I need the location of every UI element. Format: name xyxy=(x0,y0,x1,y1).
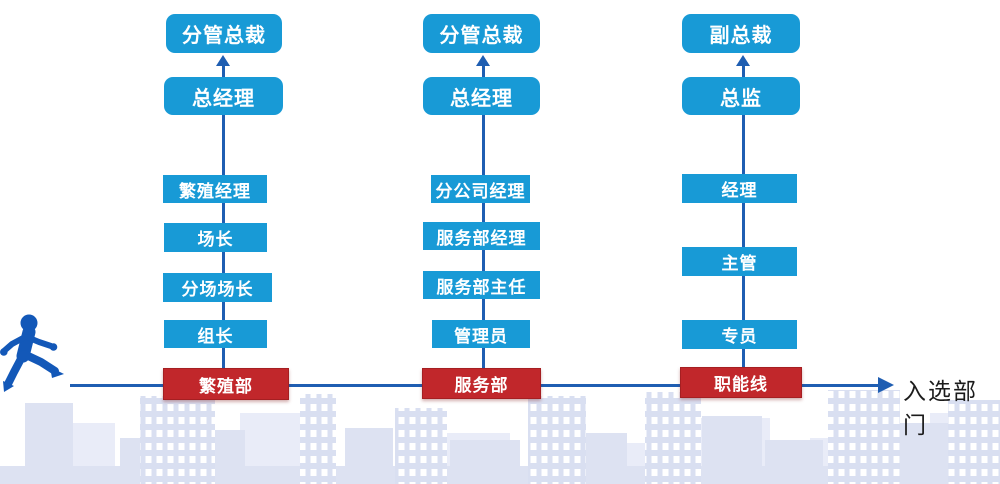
level-box: 分公司经理 xyxy=(431,175,530,203)
level-box: 繁殖经理 xyxy=(163,175,267,203)
level-box: 总经理 xyxy=(164,77,283,115)
level-box: 专员 xyxy=(682,320,797,349)
level-box: 总监 xyxy=(682,77,800,115)
col3-up-arrowhead-icon xyxy=(736,55,750,66)
department-base-box: 职能线 xyxy=(680,367,802,398)
col1-up-arrowhead-icon xyxy=(216,55,230,66)
level-box: 主管 xyxy=(682,247,797,276)
col2-up-arrowhead-icon xyxy=(476,55,490,66)
level-box: 分管总裁 xyxy=(166,14,282,53)
level-box: 总经理 xyxy=(423,77,540,115)
department-base-box: 服务部 xyxy=(422,368,541,399)
axis-label: 入选部门 xyxy=(903,378,978,438)
level-box: 分场场长 xyxy=(163,273,272,302)
col3-connector-line xyxy=(741,58,745,386)
level-box: 组长 xyxy=(164,320,267,348)
level-box: 管理员 xyxy=(432,320,530,348)
department-base-box: 繁殖部 xyxy=(163,368,289,400)
level-box: 分管总裁 xyxy=(423,14,540,53)
level-box: 经理 xyxy=(682,174,797,203)
level-box: 副总裁 xyxy=(682,14,800,53)
level-box: 场长 xyxy=(164,223,267,252)
running-person-icon xyxy=(0,314,64,392)
col1-connector-line xyxy=(221,58,225,386)
level-box: 服务部主任 xyxy=(423,271,540,299)
baseline-arrowhead-icon xyxy=(878,377,894,393)
city-skyline xyxy=(0,390,1000,484)
level-box: 服务部经理 xyxy=(423,222,540,250)
